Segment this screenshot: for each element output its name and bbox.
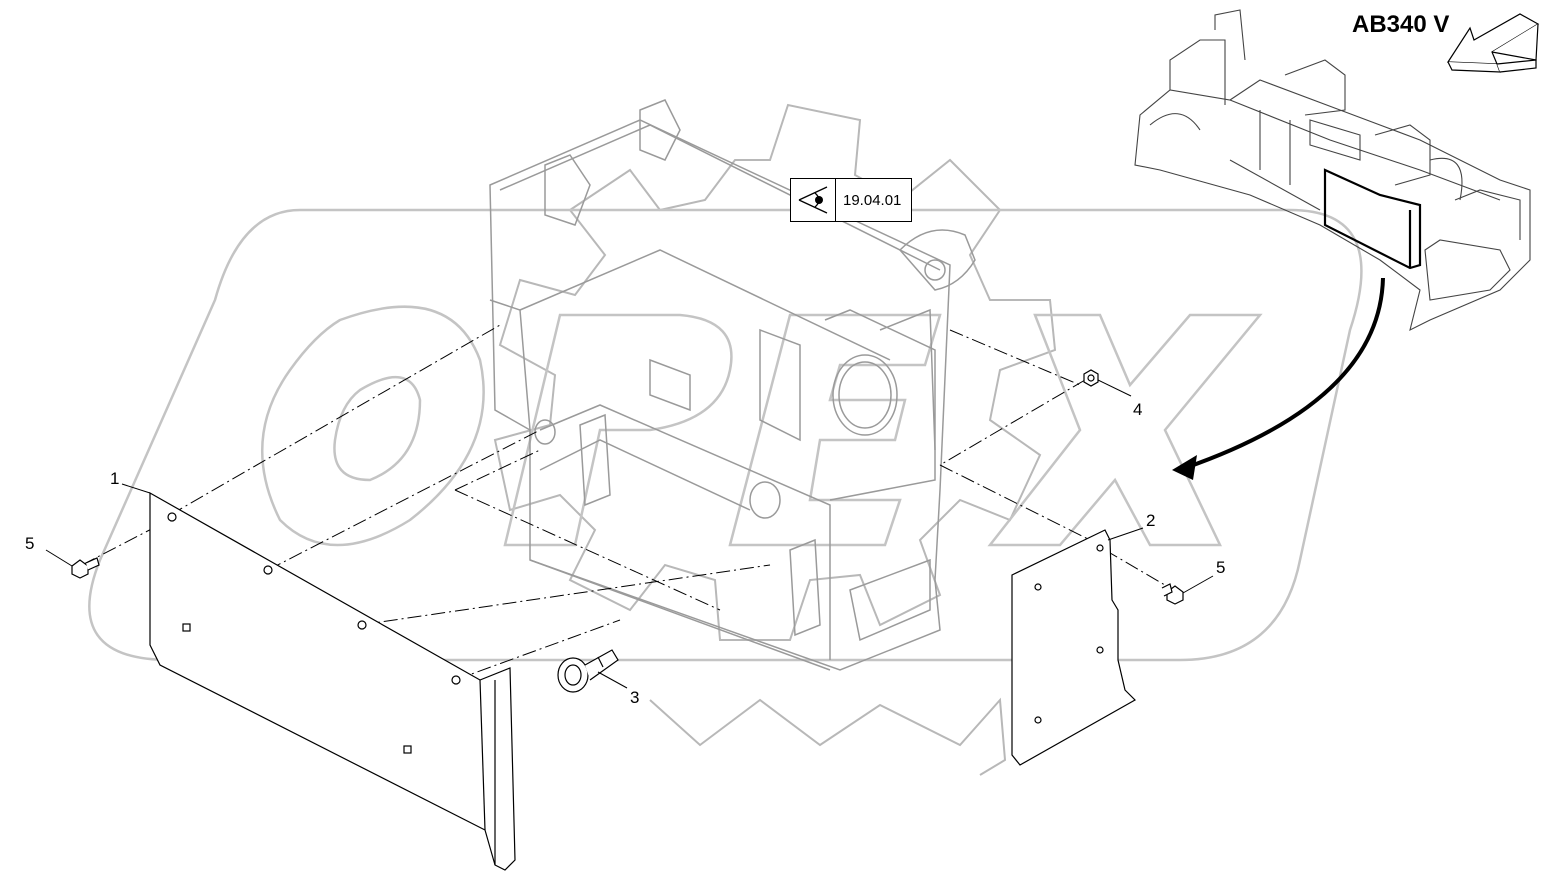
part-5-bolt-left [71, 557, 100, 579]
part-4-nut [1083, 369, 1099, 387]
eye-view-icon [791, 179, 836, 221]
callout-2: 2 [1146, 511, 1156, 530]
overview-highlight [1323, 168, 1422, 270]
callout-1: 1 [110, 469, 120, 488]
reference-box: 19.04.01 [790, 178, 912, 222]
part-5-bolt-right [1161, 583, 1184, 605]
machine-frame [489, 99, 976, 671]
part-2-side-plate [1011, 529, 1136, 766]
leader-lines [45, 379, 1214, 689]
part-1-cover-plate [149, 491, 516, 871]
callout-5-left: 5 [25, 534, 35, 553]
callout-3: 3 [630, 688, 640, 707]
model-label: AB340 V [1352, 11, 1450, 38]
callout-5-right: 5 [1216, 558, 1226, 577]
callout-4: 4 [1133, 400, 1143, 419]
view-direction-arrow-icon [1446, 13, 1540, 73]
overview-machine [1134, 9, 1531, 332]
curved-arrow [1172, 277, 1385, 480]
watermark-opex-outline [88, 208, 1363, 662]
part-3-pin [557, 649, 619, 693]
reference-number: 19.04.01 [843, 192, 902, 209]
